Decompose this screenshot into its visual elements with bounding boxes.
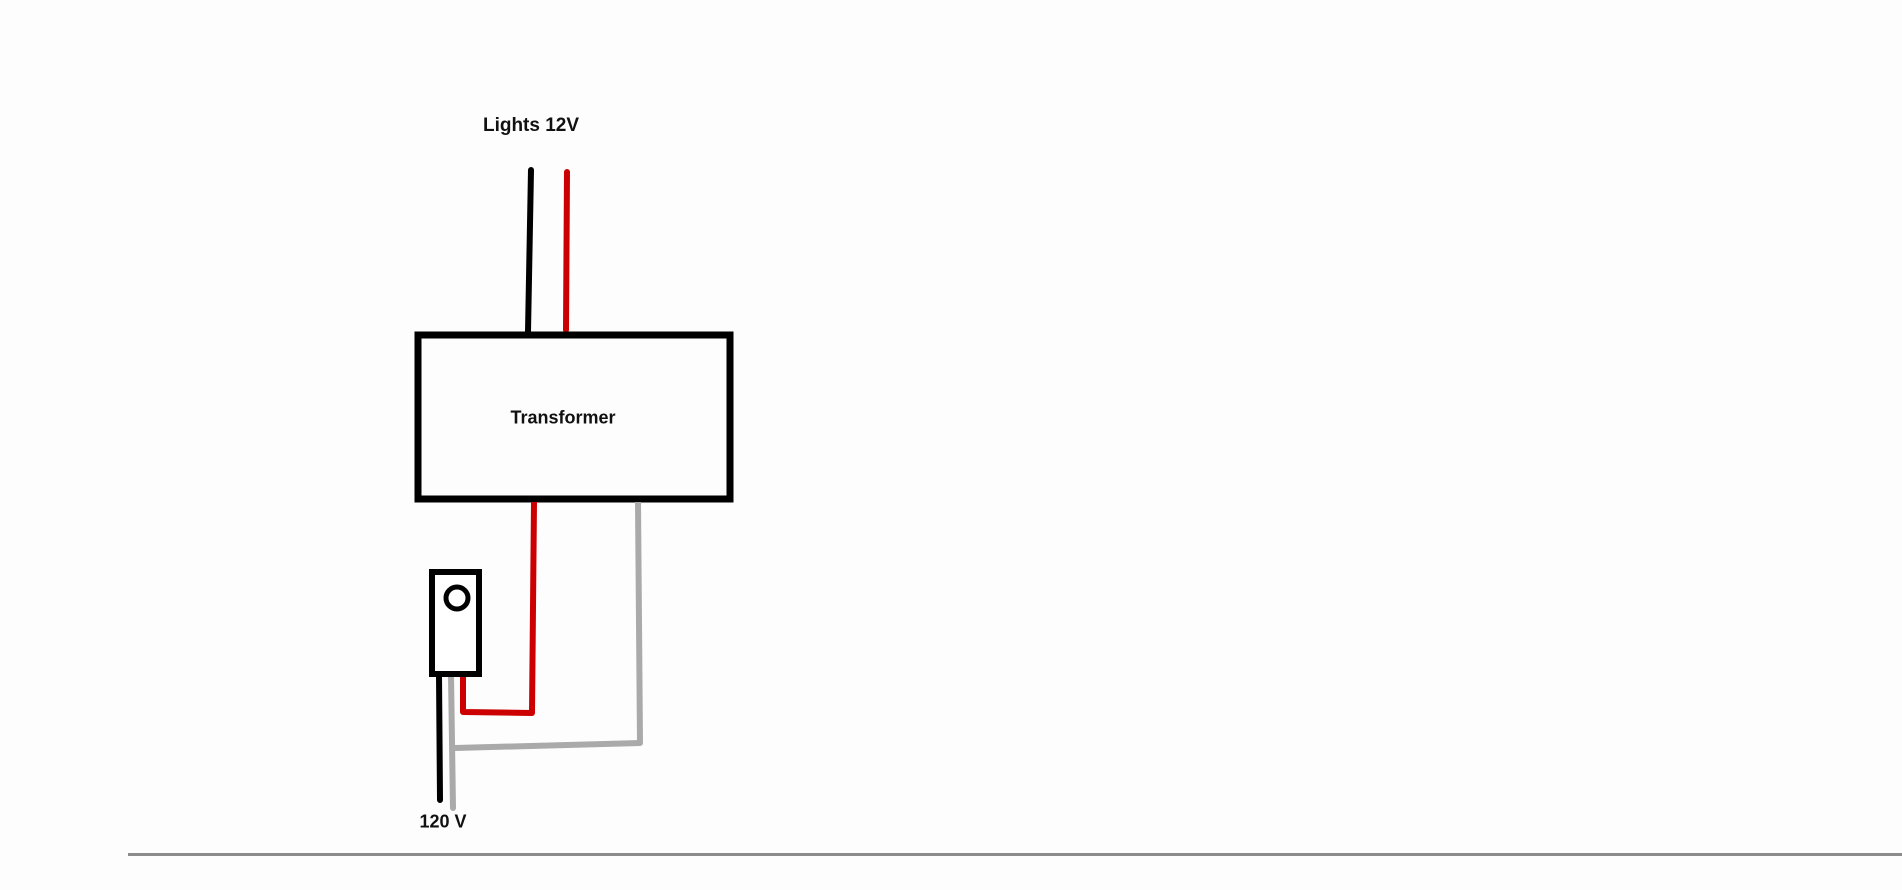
primary-gray-wire: [454, 501, 643, 751]
switch-knob-icon: [443, 584, 471, 612]
mains-label: 120 V: [419, 811, 467, 832]
lights-black-wire: [525, 167, 534, 335]
bottom-divider: [128, 853, 1902, 856]
lights-red-wire: [563, 169, 570, 333]
mains-black-wire: [436, 672, 443, 803]
transformer-box: [414, 331, 734, 503]
mains-gray-wire: [448, 672, 456, 811]
primary-red-wire: [460, 501, 537, 716]
lights-label: Lights 12V: [482, 115, 580, 136]
transformer-label: Transformer: [510, 407, 616, 428]
